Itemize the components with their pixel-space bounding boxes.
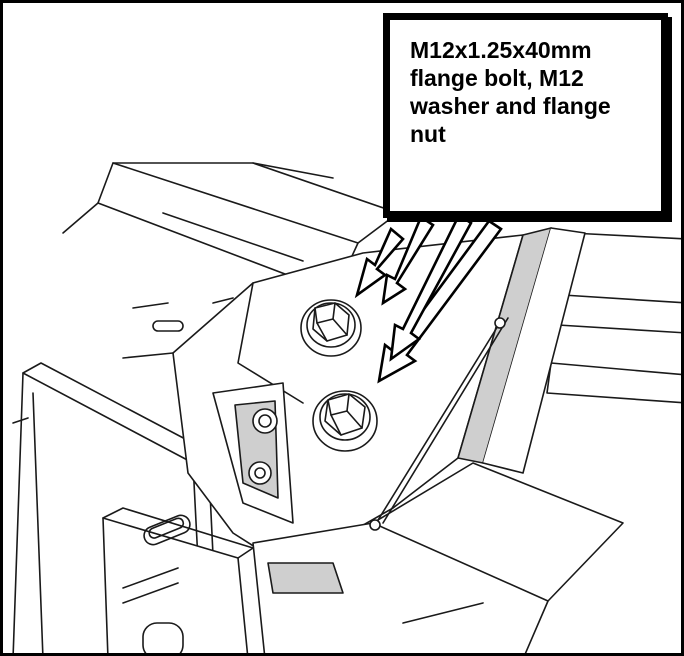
hex-bolt-icon xyxy=(312,390,378,452)
assembly-drawing xyxy=(12,162,681,653)
callout-box: M12x1.25x40mm flange bolt, M12 washer an… xyxy=(383,13,668,218)
lower-diagonal-tube xyxy=(252,462,624,653)
callout-text: M12x1.25x40mm flange bolt, M12 washer an… xyxy=(410,37,611,147)
right-background-tube xyxy=(546,232,681,404)
hex-bolt-icon xyxy=(300,299,362,357)
arrow-icon xyxy=(354,226,405,299)
fold-lines xyxy=(369,317,509,531)
arrow-icon xyxy=(381,215,435,306)
upper-left-tube xyxy=(62,162,399,294)
side-gusset xyxy=(212,382,294,524)
arrow-icon xyxy=(389,213,473,362)
front-bracket xyxy=(102,507,254,653)
